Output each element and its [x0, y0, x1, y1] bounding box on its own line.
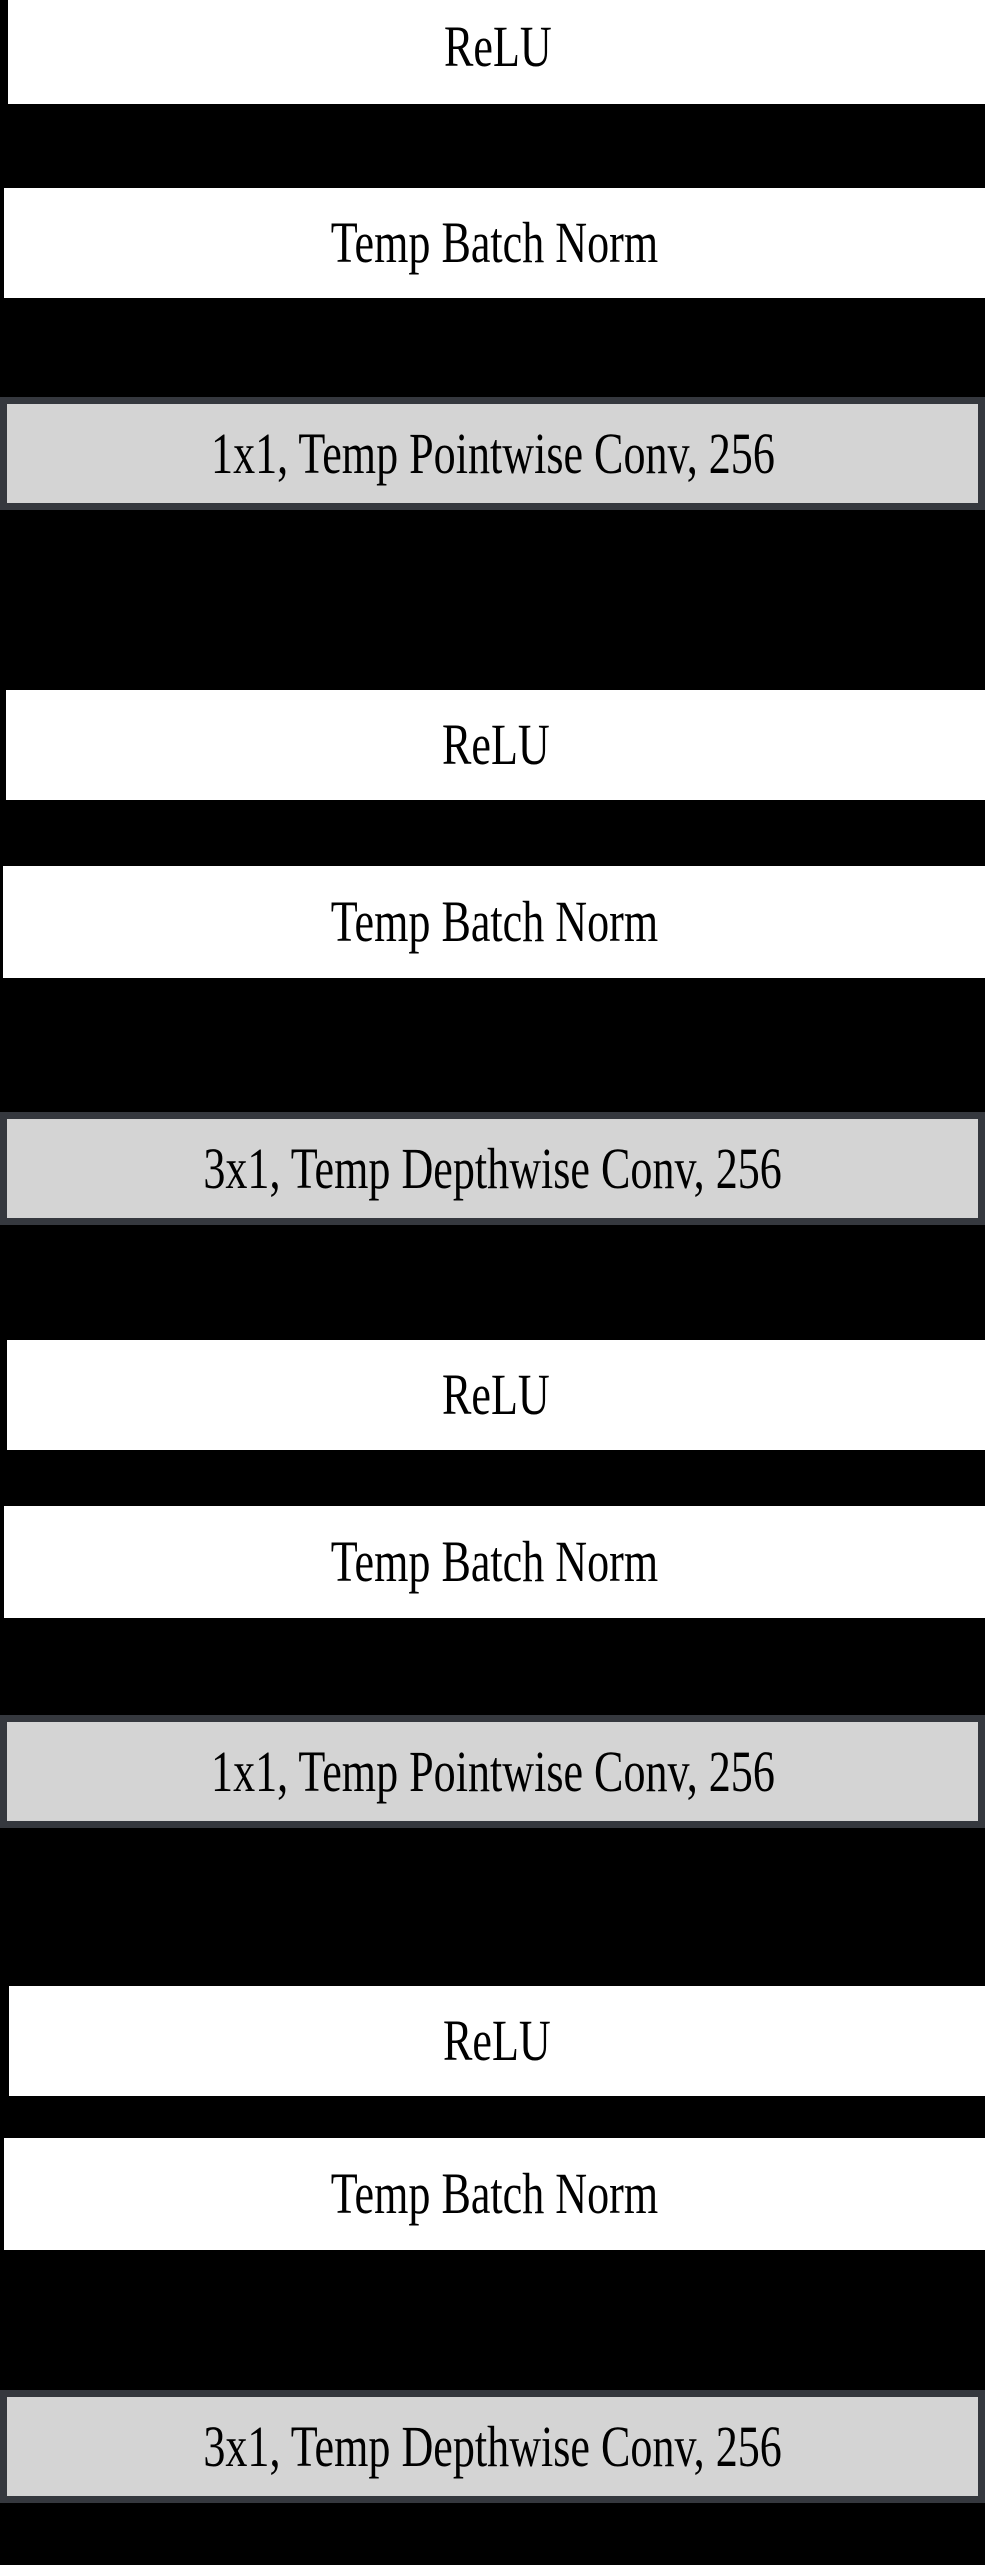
block-label: Temp Batch Norm [330, 1529, 659, 1594]
block-temp-batch-norm-4: Temp Batch Norm [4, 2138, 985, 2250]
block-relu-4: ReLU [9, 1986, 985, 2096]
block-label: ReLU [444, 14, 552, 79]
block-pointwise-conv-1: 1x1, Temp Pointwise Conv, 256 [0, 397, 985, 510]
block-relu-3: ReLU [7, 1340, 985, 1450]
block-label: Temp Batch Norm [330, 889, 658, 954]
block-relu-2: ReLU [6, 690, 985, 800]
block-label: 3x1, Temp Depthwise Conv, 256 [203, 1135, 782, 1201]
block-label: ReLU [442, 1362, 550, 1427]
block-label: ReLU [443, 2008, 551, 2073]
block-label: Temp Batch Norm [330, 210, 659, 275]
block-temp-batch-norm-1: Temp Batch Norm [4, 188, 985, 298]
block-temp-batch-norm-2: Temp Batch Norm [3, 866, 985, 978]
block-depthwise-conv-1: 3x1, Temp Depthwise Conv, 256 [0, 1112, 985, 1225]
block-label: Temp Batch Norm [330, 2161, 659, 2226]
block-pointwise-conv-2: 1x1, Temp Pointwise Conv, 256 [0, 1715, 985, 1828]
block-label: 1x1, Temp Pointwise Conv, 256 [210, 1738, 775, 1804]
block-label: ReLU [441, 712, 550, 777]
block-depthwise-conv-2: 3x1, Temp Depthwise Conv, 256 [0, 2390, 985, 2503]
block-temp-batch-norm-3: Temp Batch Norm [4, 1506, 985, 1618]
block-relu-1: ReLU [8, 0, 985, 104]
block-label: 1x1, Temp Pointwise Conv, 256 [210, 420, 775, 486]
block-label: 3x1, Temp Depthwise Conv, 256 [203, 2413, 782, 2479]
